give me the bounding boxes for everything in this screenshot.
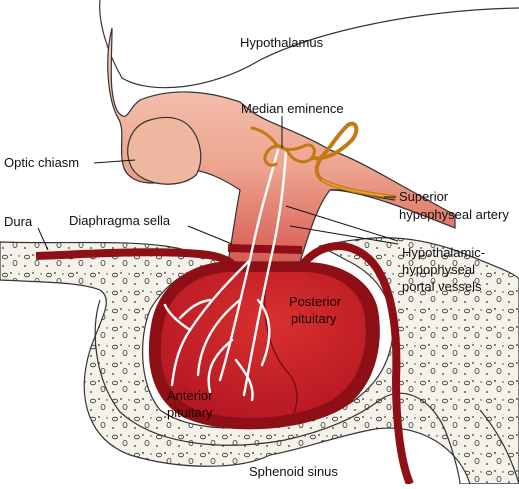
- optic-chiasm-label: Optic chiasm: [4, 155, 80, 170]
- portal-vessels-label-2: hypophyseal: [402, 262, 475, 277]
- sphenoid-sinus-label: Sphenoid sinus: [249, 464, 338, 479]
- optic-chiasm-shape: [127, 116, 202, 185]
- dura-left: [35, 248, 240, 271]
- dura-right: [296, 242, 414, 486]
- diaphragma-sella-band: [227, 244, 303, 254]
- posterior-pituitary-label-1: Posterior: [289, 294, 342, 309]
- hypothalamus-label: Hypothalamus: [240, 35, 324, 50]
- dura-label: Dura: [4, 214, 33, 229]
- superior-artery-label-2: hypophyseal artery: [399, 207, 509, 222]
- artery-inner: [321, 179, 395, 198]
- hypothalamic-tissue: [107, 27, 456, 263]
- leader-lines: [37, 116, 399, 251]
- median-eminence-label: Median eminence: [241, 101, 344, 116]
- diaphragma-sella-label: Diaphragma sella: [69, 213, 171, 228]
- portal-vessels-label-3: portal vessels: [402, 279, 482, 294]
- anterior-pituitary-label-2: pituitary: [167, 405, 213, 420]
- pituitary-gland: [160, 272, 366, 418]
- superior-artery-label-1: Superior: [399, 189, 449, 204]
- posterior-pituitary-label-2: pituitary: [291, 311, 337, 326]
- posterior-lobe-boundary: [264, 271, 298, 419]
- portal-vessels-label-1: Hypothalamic-: [402, 245, 486, 260]
- portal-vessels: [163, 148, 288, 402]
- anterior-pituitary-label-1: Anterior: [167, 388, 213, 403]
